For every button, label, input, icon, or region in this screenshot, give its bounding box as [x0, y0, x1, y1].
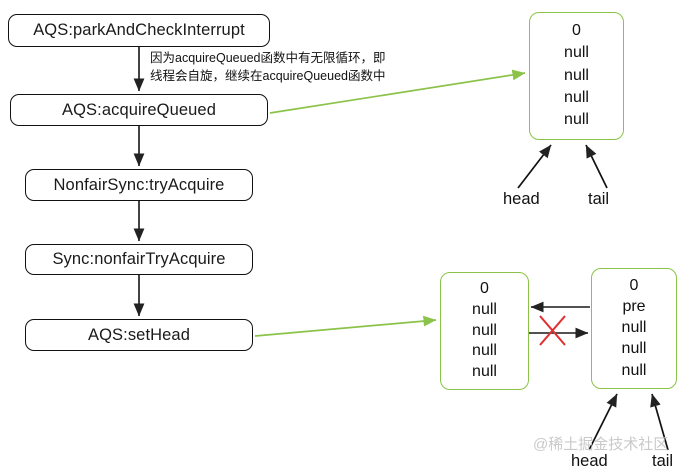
flow-step-nonfair-sync-try-acquire[interactable]: NonfairSync:tryAcquire: [25, 169, 253, 201]
node-field-nextwaiter: null: [472, 363, 497, 381]
node-field-prev: pre: [622, 297, 646, 315]
site-watermark: @稀土掘金技术社区: [533, 436, 669, 453]
flow-step-set-head[interactable]: AQS:setHead: [25, 319, 253, 351]
pointer-label-bottom-head: head: [571, 452, 608, 470]
flow-step-label: AQS:setHead: [88, 325, 190, 344]
node-bottom-right[interactable]: 0 pre null null null: [591, 268, 677, 389]
pointer-arrow-top-head: [517, 144, 552, 189]
flow-step-park-and-check-interrupt[interactable]: AQS:parkAndCheckInterrupt: [8, 14, 270, 47]
flow-step-sync-nonfair-try-acquire[interactable]: Sync:nonfairTryAcquire: [25, 244, 253, 275]
flow-step-label: Sync:nonfairTryAcquire: [52, 250, 226, 268]
node-field-nextwaiter: null: [621, 361, 647, 379]
pointer-label-top-tail: tail: [588, 190, 610, 208]
flow-step-label: AQS:acquireQueued: [62, 100, 216, 119]
node-top[interactable]: 0 null null null null: [529, 12, 624, 140]
pointer-arrow-top-tail: [585, 144, 608, 189]
node-field-nextwaiter: null: [564, 111, 589, 129]
node-field-next: null: [621, 319, 647, 337]
node-field-thread: null: [564, 89, 589, 107]
node-field-prev: null: [472, 300, 497, 318]
node-field-thread: null: [472, 342, 497, 360]
pointer-label-top-head: head: [503, 190, 540, 208]
node-field-prev: null: [564, 44, 589, 62]
node-field-next: null: [472, 321, 497, 339]
node-field-waitstatus: 0: [480, 280, 489, 297]
pointer-label-bottom-tail: tail: [652, 452, 674, 470]
node-field-thread: null: [621, 340, 647, 358]
node-bottom-left[interactable]: 0 null null null null: [440, 272, 529, 390]
broken-link-cross-icon: [539, 315, 566, 346]
spin-loop-annotation: 因为acquireQueued函数中有无限循环，即 线程会自旋，继续在acqui…: [150, 51, 386, 84]
flow-step-label: NonfairSync:tryAcquire: [53, 175, 225, 194]
green-arrow-sethead-to-node-bottom-left: [254, 315, 437, 337]
node-field-next: null: [564, 66, 589, 84]
node-field-waitstatus: 0: [629, 276, 639, 294]
flow-step-acquire-queued[interactable]: AQS:acquireQueued: [10, 94, 268, 126]
node-field-waitstatus: 0: [572, 21, 581, 39]
flow-step-label: AQS:parkAndCheckInterrupt: [33, 21, 245, 39]
